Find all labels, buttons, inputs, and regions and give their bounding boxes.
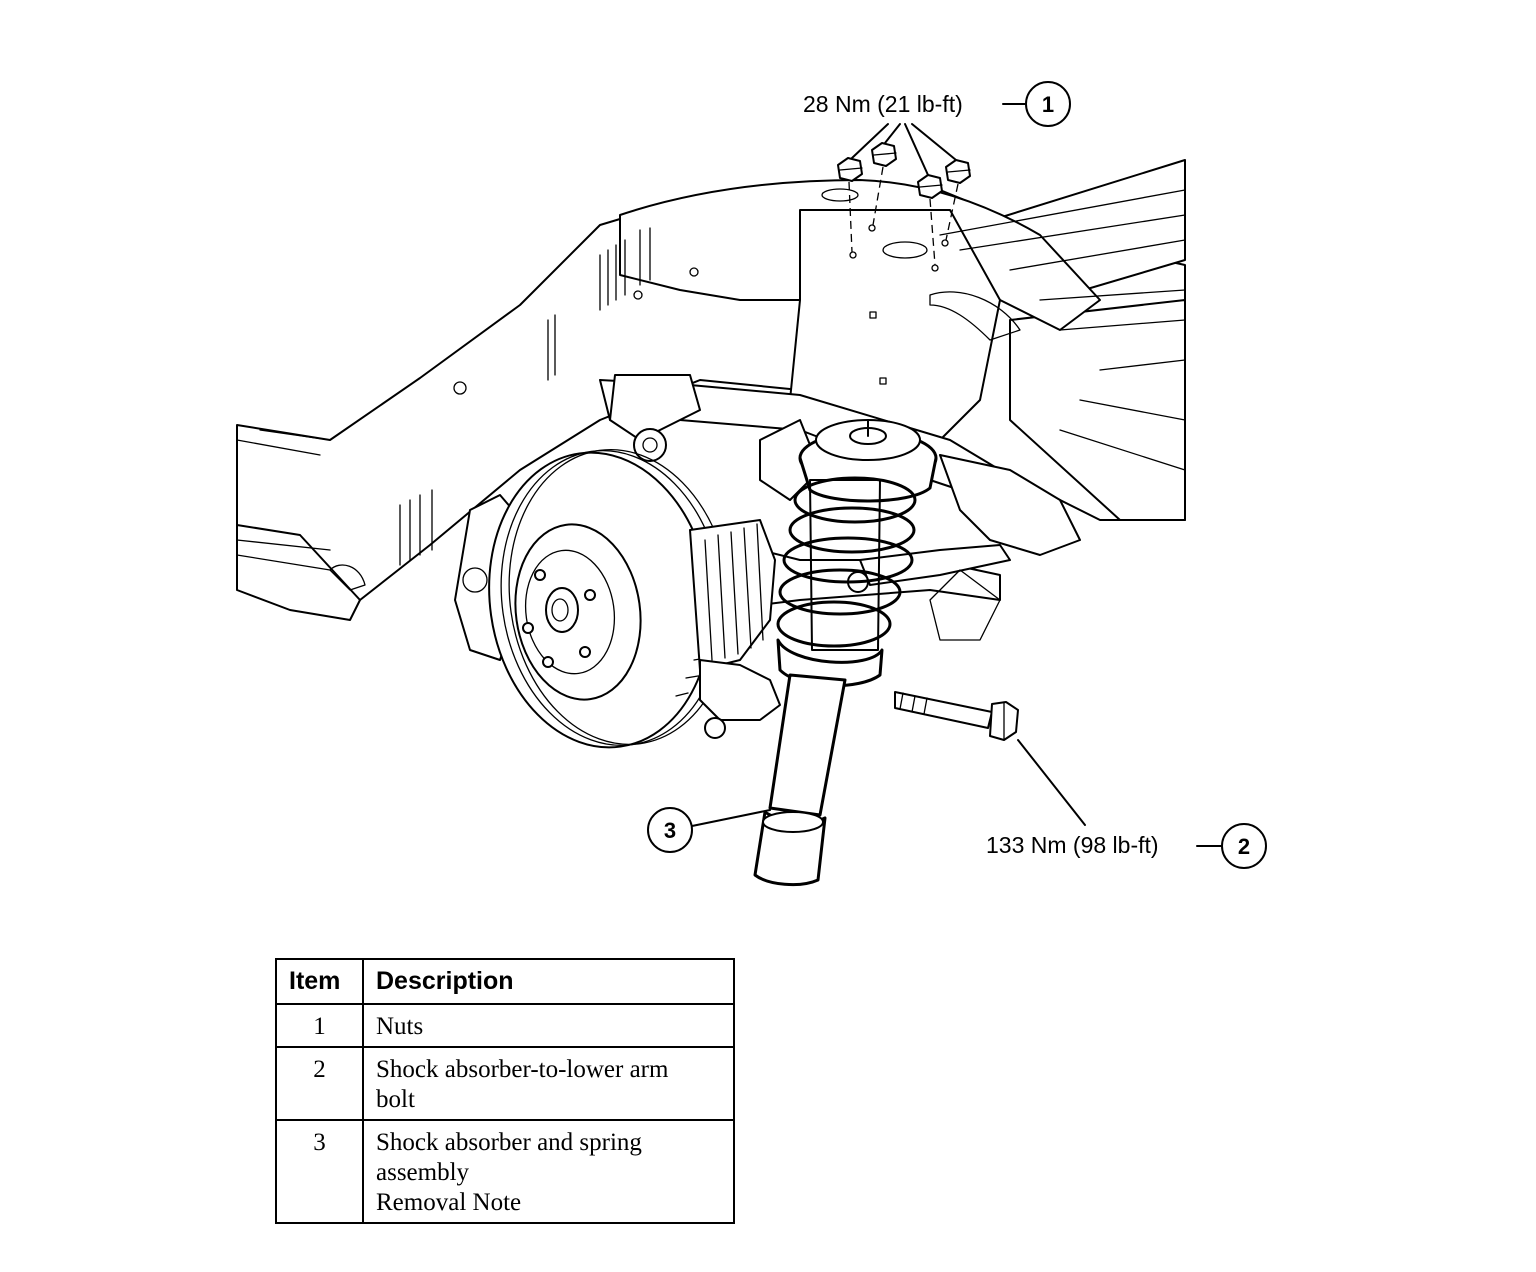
legend-table: Item Description 1 Nuts 2 Shock absorber… [275, 958, 735, 1224]
callout-1-number: 1 [1042, 92, 1054, 117]
bolt [894, 691, 1019, 741]
shock-spring-assembly [753, 419, 938, 886]
legend-row: 2 Shock absorber-to-lower arm bolt [275, 1046, 735, 1121]
callout-2-torque: 133 Nm (98 lb-ft) [986, 832, 1159, 858]
cv-boot [689, 419, 821, 739]
legend-description-line: Removal Note [376, 1189, 522, 1216]
upper-control-arm [599, 374, 1081, 641]
callout-2-number: 2 [1238, 834, 1250, 859]
legend-description-line: Shock absorber-to-lower arm [376, 1056, 669, 1083]
leader-lines [691, 103, 1222, 847]
legend-description-line: assembly [376, 1159, 470, 1186]
callout-3-circle [647, 807, 693, 853]
legend-item-description: Nuts [362, 1003, 735, 1048]
brake-rotor [454, 448, 732, 749]
callout-3: 3 [647, 807, 693, 853]
legend-row: 1 Nuts [275, 1003, 735, 1048]
frame-rail [236, 159, 1186, 621]
legend-header-description: Description [362, 958, 735, 1005]
legend-item-number: 1 [275, 1003, 364, 1048]
legend-description-line: bolt [376, 1086, 415, 1113]
legend-item-number: 2 [275, 1046, 364, 1121]
callout-2-circle [1221, 823, 1267, 869]
legend-description-line: Nuts [376, 1013, 424, 1040]
callout-1: 28 Nm (21 lb-ft) 1 [803, 81, 1071, 127]
callout-1-torque: 28 Nm (21 lb-ft) [803, 91, 963, 117]
legend-row: 3 Shock absorber and spring assembly Rem… [275, 1119, 735, 1224]
lug-studs [522, 569, 596, 668]
legend-description-line: Shock absorber and spring [376, 1129, 642, 1156]
legend-item-description: Shock absorber-to-lower arm bolt [362, 1046, 735, 1121]
callout-2: 133 Nm (98 lb-ft) 2 [986, 823, 1267, 869]
legend-header-item: Item [275, 958, 364, 1005]
legend-item-number: 3 [275, 1119, 364, 1224]
legend-header-row: Item Description [275, 958, 735, 1005]
callout-3-number: 3 [664, 818, 676, 843]
callout-1-circle [1025, 81, 1071, 127]
nuts [837, 142, 971, 272]
legend-item-description: Shock absorber and spring assembly Remov… [362, 1119, 735, 1224]
